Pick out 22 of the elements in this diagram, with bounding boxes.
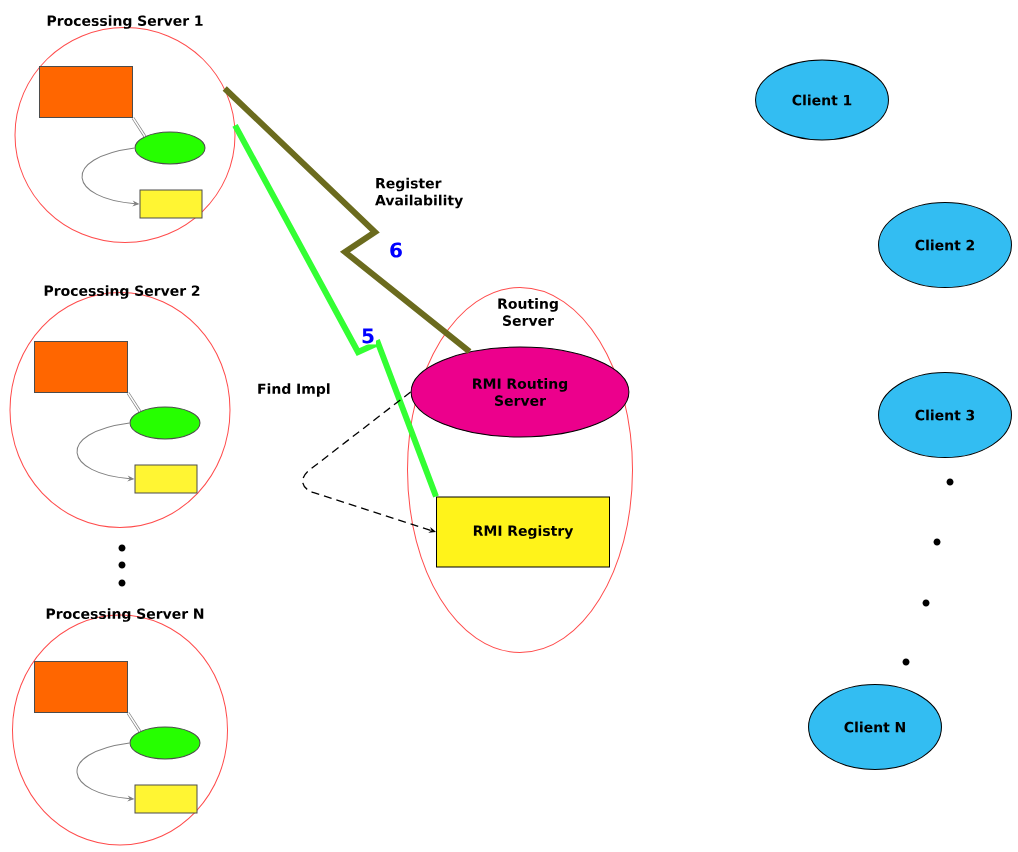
- component-box: [34, 661, 128, 713]
- edge-label: 6: [388, 241, 404, 259]
- component-box: [139, 189, 203, 219]
- component-box: [39, 66, 133, 118]
- registry-box: RMI Registry: [436, 496, 610, 568]
- connector-line: [126, 712, 142, 733]
- connector-line: [76, 742, 134, 801]
- dashed-arrow: [302, 391, 436, 533]
- component-box: [134, 784, 198, 814]
- component-ellipse: [129, 726, 201, 760]
- edge-label: 5: [360, 327, 376, 345]
- component-ellipse: [129, 406, 201, 440]
- node-label: Processing Server 1: [47, 15, 203, 29]
- connector-line: [131, 117, 147, 138]
- text-label: Register Availability: [375, 177, 463, 209]
- connector-line: [76, 422, 134, 481]
- component-box: [34, 341, 128, 393]
- connector-line: [126, 392, 142, 413]
- connector-line: [81, 147, 139, 206]
- component-box: [134, 464, 198, 494]
- text-label: Find Impl: [258, 383, 330, 397]
- component-ellipse: [134, 131, 206, 165]
